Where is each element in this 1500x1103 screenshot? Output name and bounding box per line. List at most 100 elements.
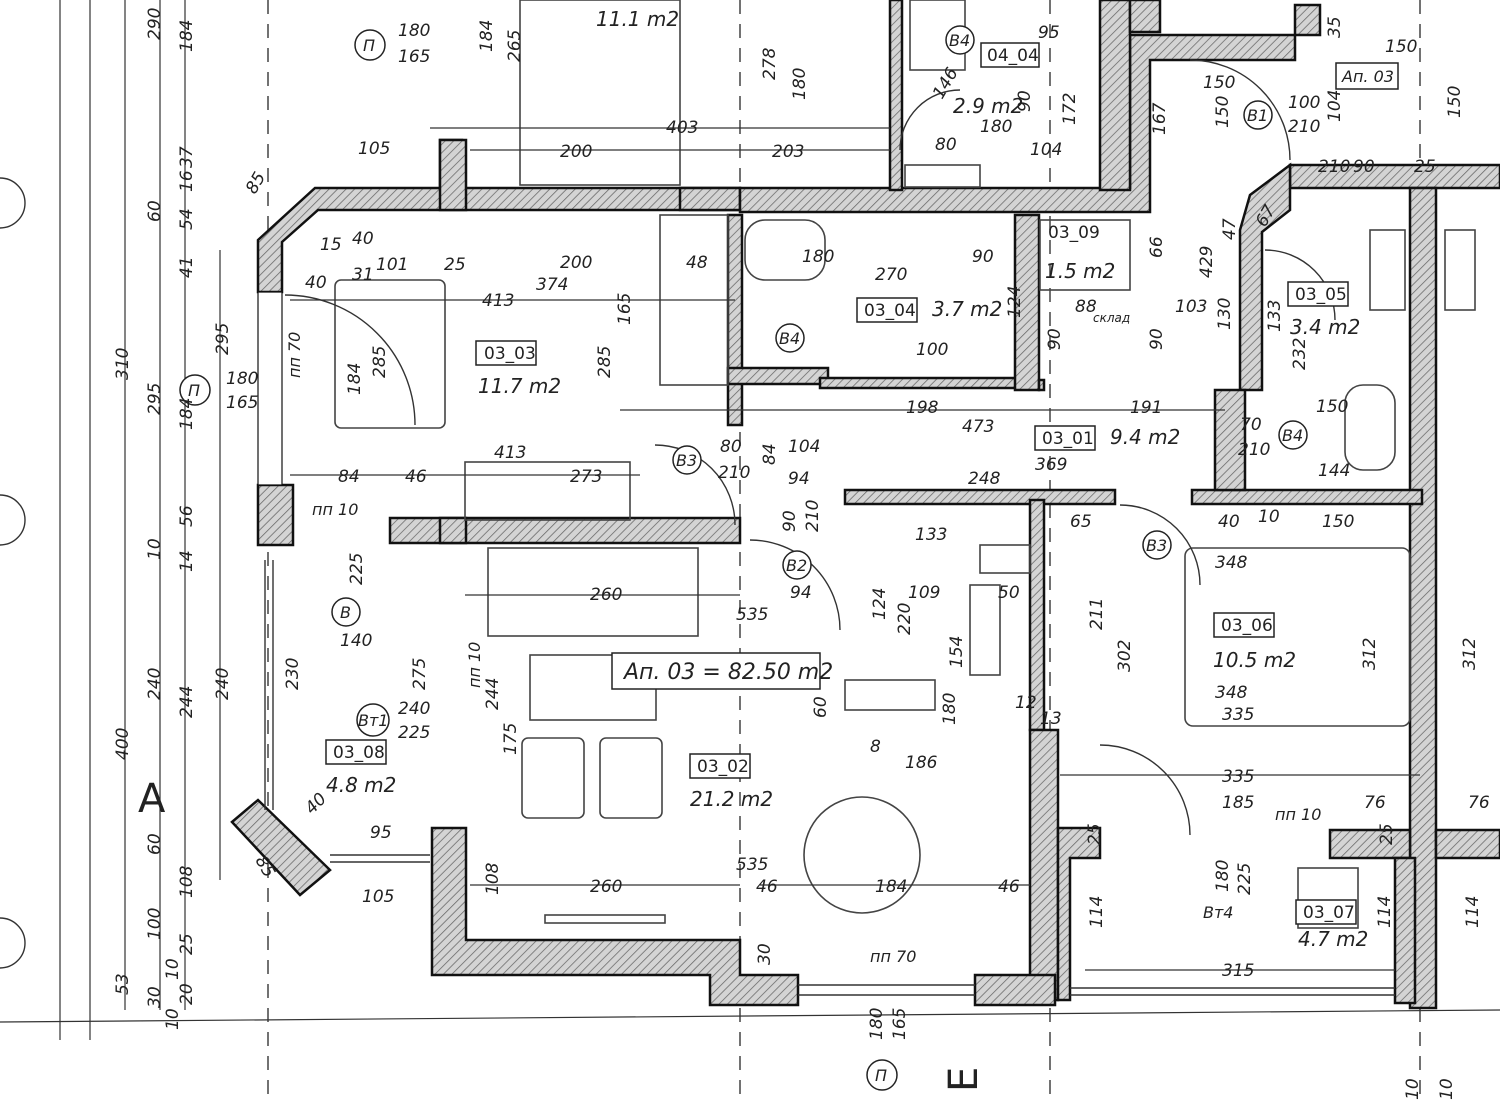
dim-value: 180 [226,369,258,389]
dim-value: 40 [1218,512,1240,532]
dim-value: 210 [1288,117,1320,137]
dim-value: 8 [870,737,881,757]
window-tag-p1: П [363,36,375,55]
dim-value: 80 [935,135,957,155]
room-id-03-04: 03_04 [864,301,916,321]
dim-value: 13 [1040,709,1062,729]
window-tag-bt1: Вт1 [358,711,388,730]
dim-value: 165 [398,47,430,67]
room-id-03-08: 03_08 [333,743,385,763]
room-area-03-04: 3.7 m2 [932,297,1002,321]
dim-value: 53 [113,973,133,995]
dim-value: 413 [482,291,514,311]
dim-value: 150 [1322,512,1354,532]
dim-value: 172 [1060,93,1080,125]
dim-value: 180 [980,117,1012,137]
dim-value: 94 [790,583,812,603]
dim-value: 184 [177,20,197,52]
dim-value: 101 [376,255,408,275]
dimension-lines [124,0,1420,1010]
dim-value: 70 [1240,415,1262,435]
room-area-upper: 11.1 m2 [596,7,679,31]
room-id-03-03: 03_03 [484,344,536,364]
dim-value: 374 [536,275,568,295]
dim-value: 90 [1353,157,1375,177]
dim-value: 48 [686,253,708,273]
dim-value: 198 [906,398,939,418]
dim-value: 200 [560,142,592,162]
dim-value: 65 [1070,512,1092,532]
dim-value: 302 [1115,640,1135,672]
room-area-03-07: 4.7 m2 [1298,927,1368,951]
dim-value: 14 [177,550,197,572]
dim-value: 211 [1087,598,1107,630]
door-tag-b4-a: B4 [949,31,970,50]
door-tags: B1 B2 B3 B3 B4 B4 B4 B П П П Вт1 Вт4 [179,25,1308,1091]
dim-value: 60 [145,200,165,222]
dim-value: 230 [283,658,303,690]
dim-value: 104 [1325,90,1345,122]
dim-value: 84 [338,467,360,487]
dim-value: 30 [755,943,775,965]
dim-value: 80 [720,437,742,457]
dim-value: 180 [790,68,810,100]
dim-value: 180 [940,693,960,725]
dim-value: 25 [1377,823,1397,845]
dim-value: 88 [1075,297,1097,317]
dim-value: 312 [1360,638,1380,670]
dim-value: 144 [1318,461,1350,481]
dim-value: 150 [1316,397,1348,417]
dim-value: 248 [968,469,1001,489]
dim-value: 114 [1087,896,1107,928]
dim-value: 290 [145,8,165,40]
window-tag-bt4: Вт4 [1203,903,1233,922]
dim-value: 244 [483,678,503,710]
room-id-03-02: 03_02 [697,757,749,777]
dim-value: 260 [590,585,622,605]
dim-value: 10 [163,958,183,980]
dim-value: 30 [145,986,165,1008]
dim-value: 335 [1222,767,1254,787]
dim-value: 184 [345,363,365,395]
dim-value: 260 [590,877,622,897]
room-area-03-06: 10.5 m2 [1213,648,1296,672]
dim-value: 103 [1175,297,1207,317]
furniture [334,0,1476,929]
dim-value: 429 [1197,246,1217,278]
dim-value: 244 [177,686,197,718]
dim-value: 400 [113,728,133,760]
dim-value: 46 [998,877,1020,897]
dim-value: 46 [405,467,427,487]
dim-value: 50 [998,583,1020,603]
dim-value: 210 [718,463,750,483]
room-area-03-03: 11.7 m2 [478,374,561,398]
room-area-03-08: 4.8 m2 [326,773,396,797]
dim-value: 240 [145,668,165,700]
door-tag-b: B [340,603,351,622]
dim-value: 240 [213,668,233,700]
dim-value: 150 [1203,73,1235,93]
dim-value: 100 [916,340,948,360]
dim-value: 12 [1015,693,1037,713]
dim-value: 154 [947,636,967,668]
dim-value: 348 [1215,553,1248,573]
room-area-03-02: 21.2 m2 [690,787,773,811]
room-id-03-07: 03_07 [1303,903,1355,923]
dim-value: 10 [1437,1078,1457,1100]
dim-value: 225 [398,723,430,743]
dim-value: 285 [370,346,390,378]
windows [264,560,1395,996]
apartment-tag: Ап. 03 [1341,67,1394,86]
dim-value: 225 [1235,863,1255,895]
dim-value: 225 [347,553,367,585]
note-pp10-b: пп 10 [1275,805,1321,824]
room-area-03-01: 9.4 m2 [1110,425,1180,449]
dim-value: 270 [875,265,907,285]
dim-value: 108 [177,865,197,898]
dim-value: 20 [177,983,197,1005]
dim-value: 40 [352,229,374,249]
dim-value: 114 [1375,896,1395,928]
door-tag-b3-a: B3 [676,451,697,470]
dim-value: 348 [1215,683,1248,703]
